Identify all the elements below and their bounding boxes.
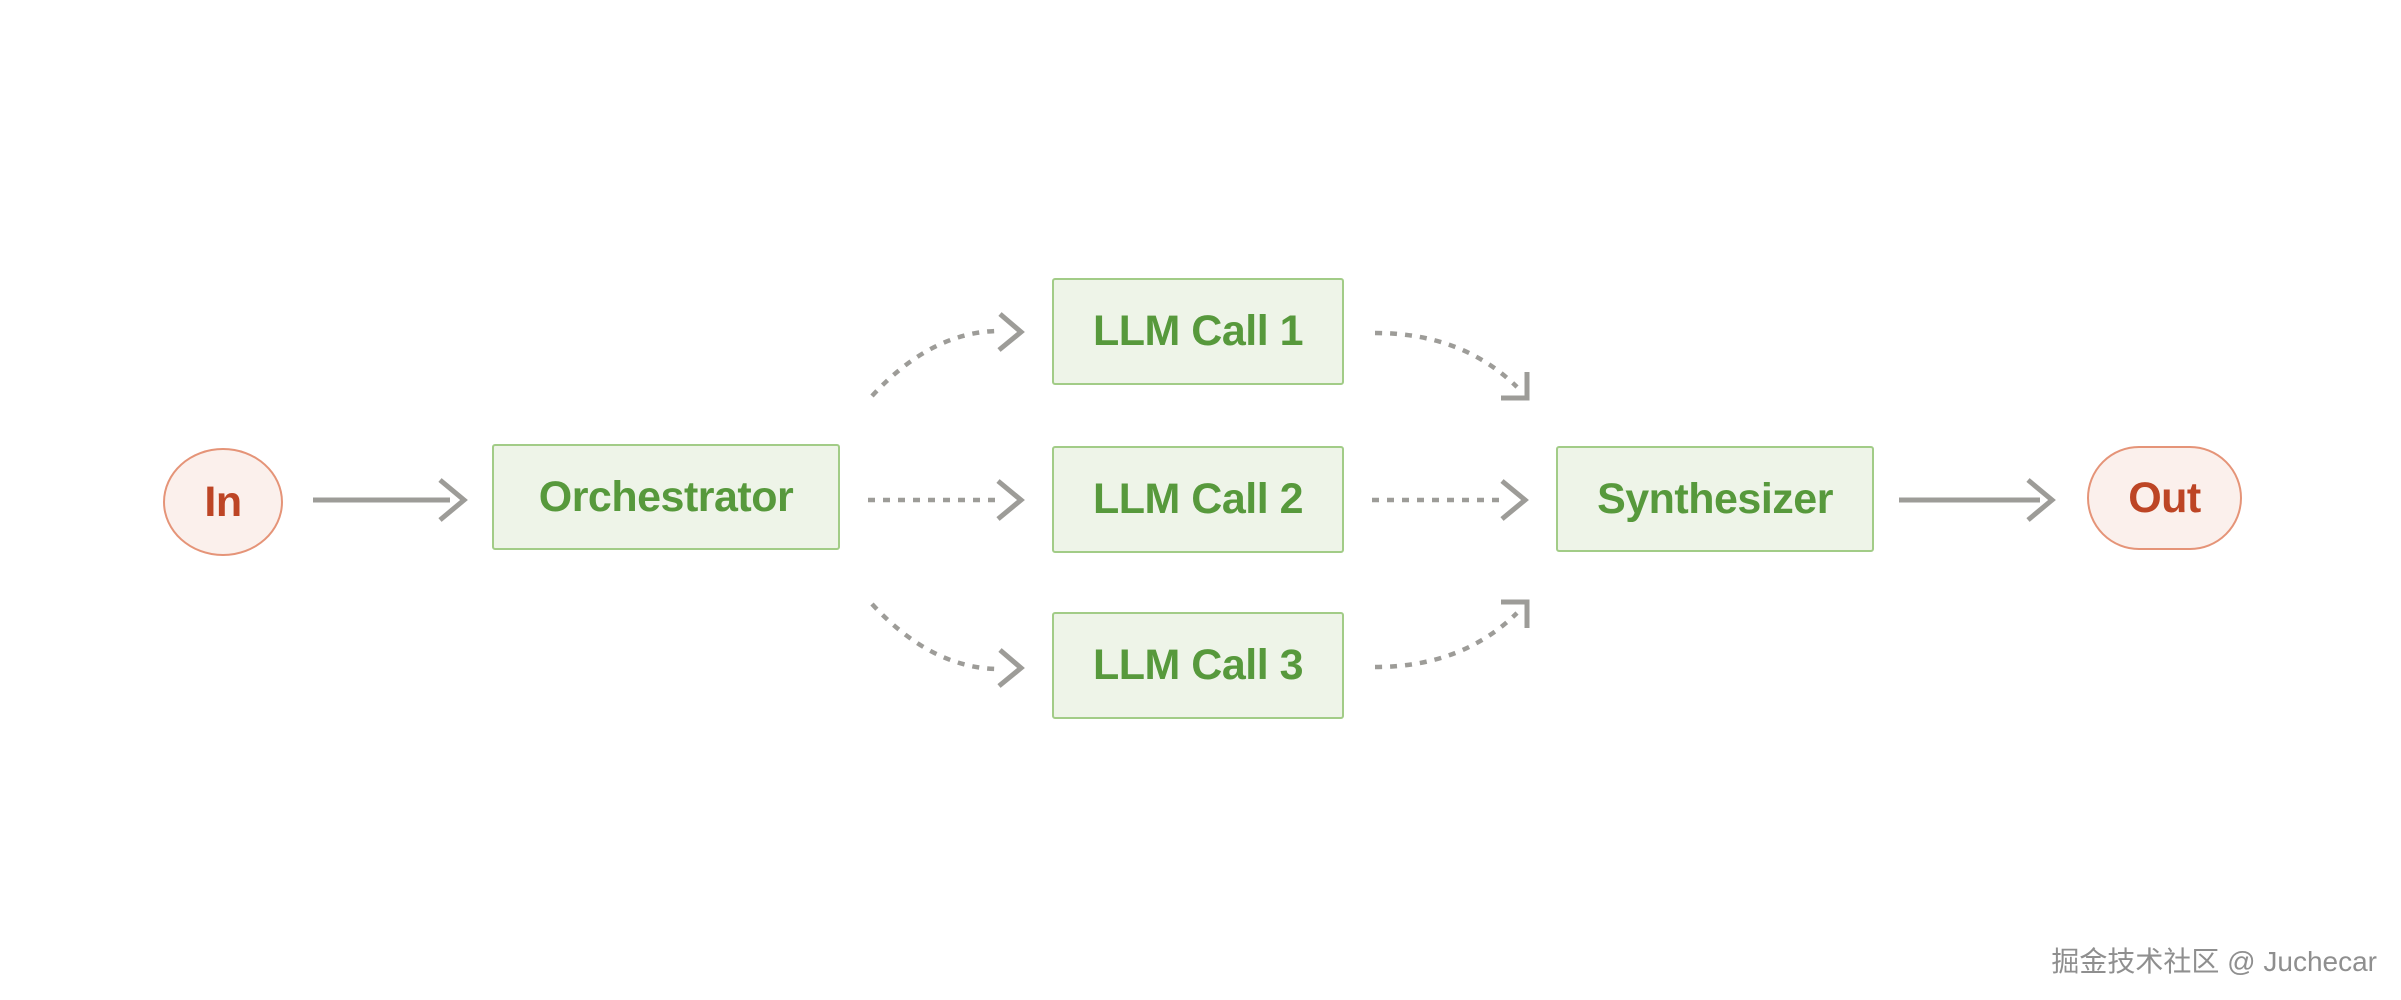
node-out-label: Out — [2128, 473, 2201, 522]
node-llm-call-1: LLM Call 1 — [1052, 278, 1344, 385]
dashed-arrow-llm-call-3-to-synthesizer — [1374, 599, 1530, 670]
node-llm-call-2: LLM Call 2 — [1052, 446, 1344, 553]
arrow-synthesizer-to-out — [1899, 478, 2056, 522]
dashed-arrow-orchestrator-to-llm-call-3 — [870, 602, 1025, 688]
node-llm-call-1-label: LLM Call 1 — [1092, 307, 1304, 355]
dashed-arrow-llm-call-2-to-synthesizer — [1372, 479, 1529, 521]
node-in-label: In — [204, 477, 242, 526]
watermark-text: 掘金技术社区 @ Juchecar — [2051, 946, 2377, 977]
node-llm-call-3: LLM Call 3 — [1052, 612, 1344, 719]
dashed-arrow-orchestrator-to-llm-call-1 — [870, 312, 1025, 398]
dashed-arrow-orchestrator-to-llm-call-2 — [868, 479, 1025, 521]
node-in: In — [163, 448, 283, 556]
node-synthesizer-label: Synthesizer — [1597, 474, 1833, 523]
node-synthesizer: Synthesizer — [1556, 446, 1874, 552]
node-orchestrator-label: Orchestrator — [538, 472, 794, 521]
node-llm-call-3-label: LLM Call 3 — [1092, 641, 1304, 689]
node-orchestrator: Orchestrator — [492, 444, 840, 550]
node-out: Out — [2087, 446, 2242, 550]
node-llm-call-2-label: LLM Call 2 — [1092, 475, 1304, 523]
arrow-in-to-orchestrator — [313, 478, 468, 522]
dashed-arrow-llm-call-1-to-synthesizer — [1374, 330, 1530, 401]
